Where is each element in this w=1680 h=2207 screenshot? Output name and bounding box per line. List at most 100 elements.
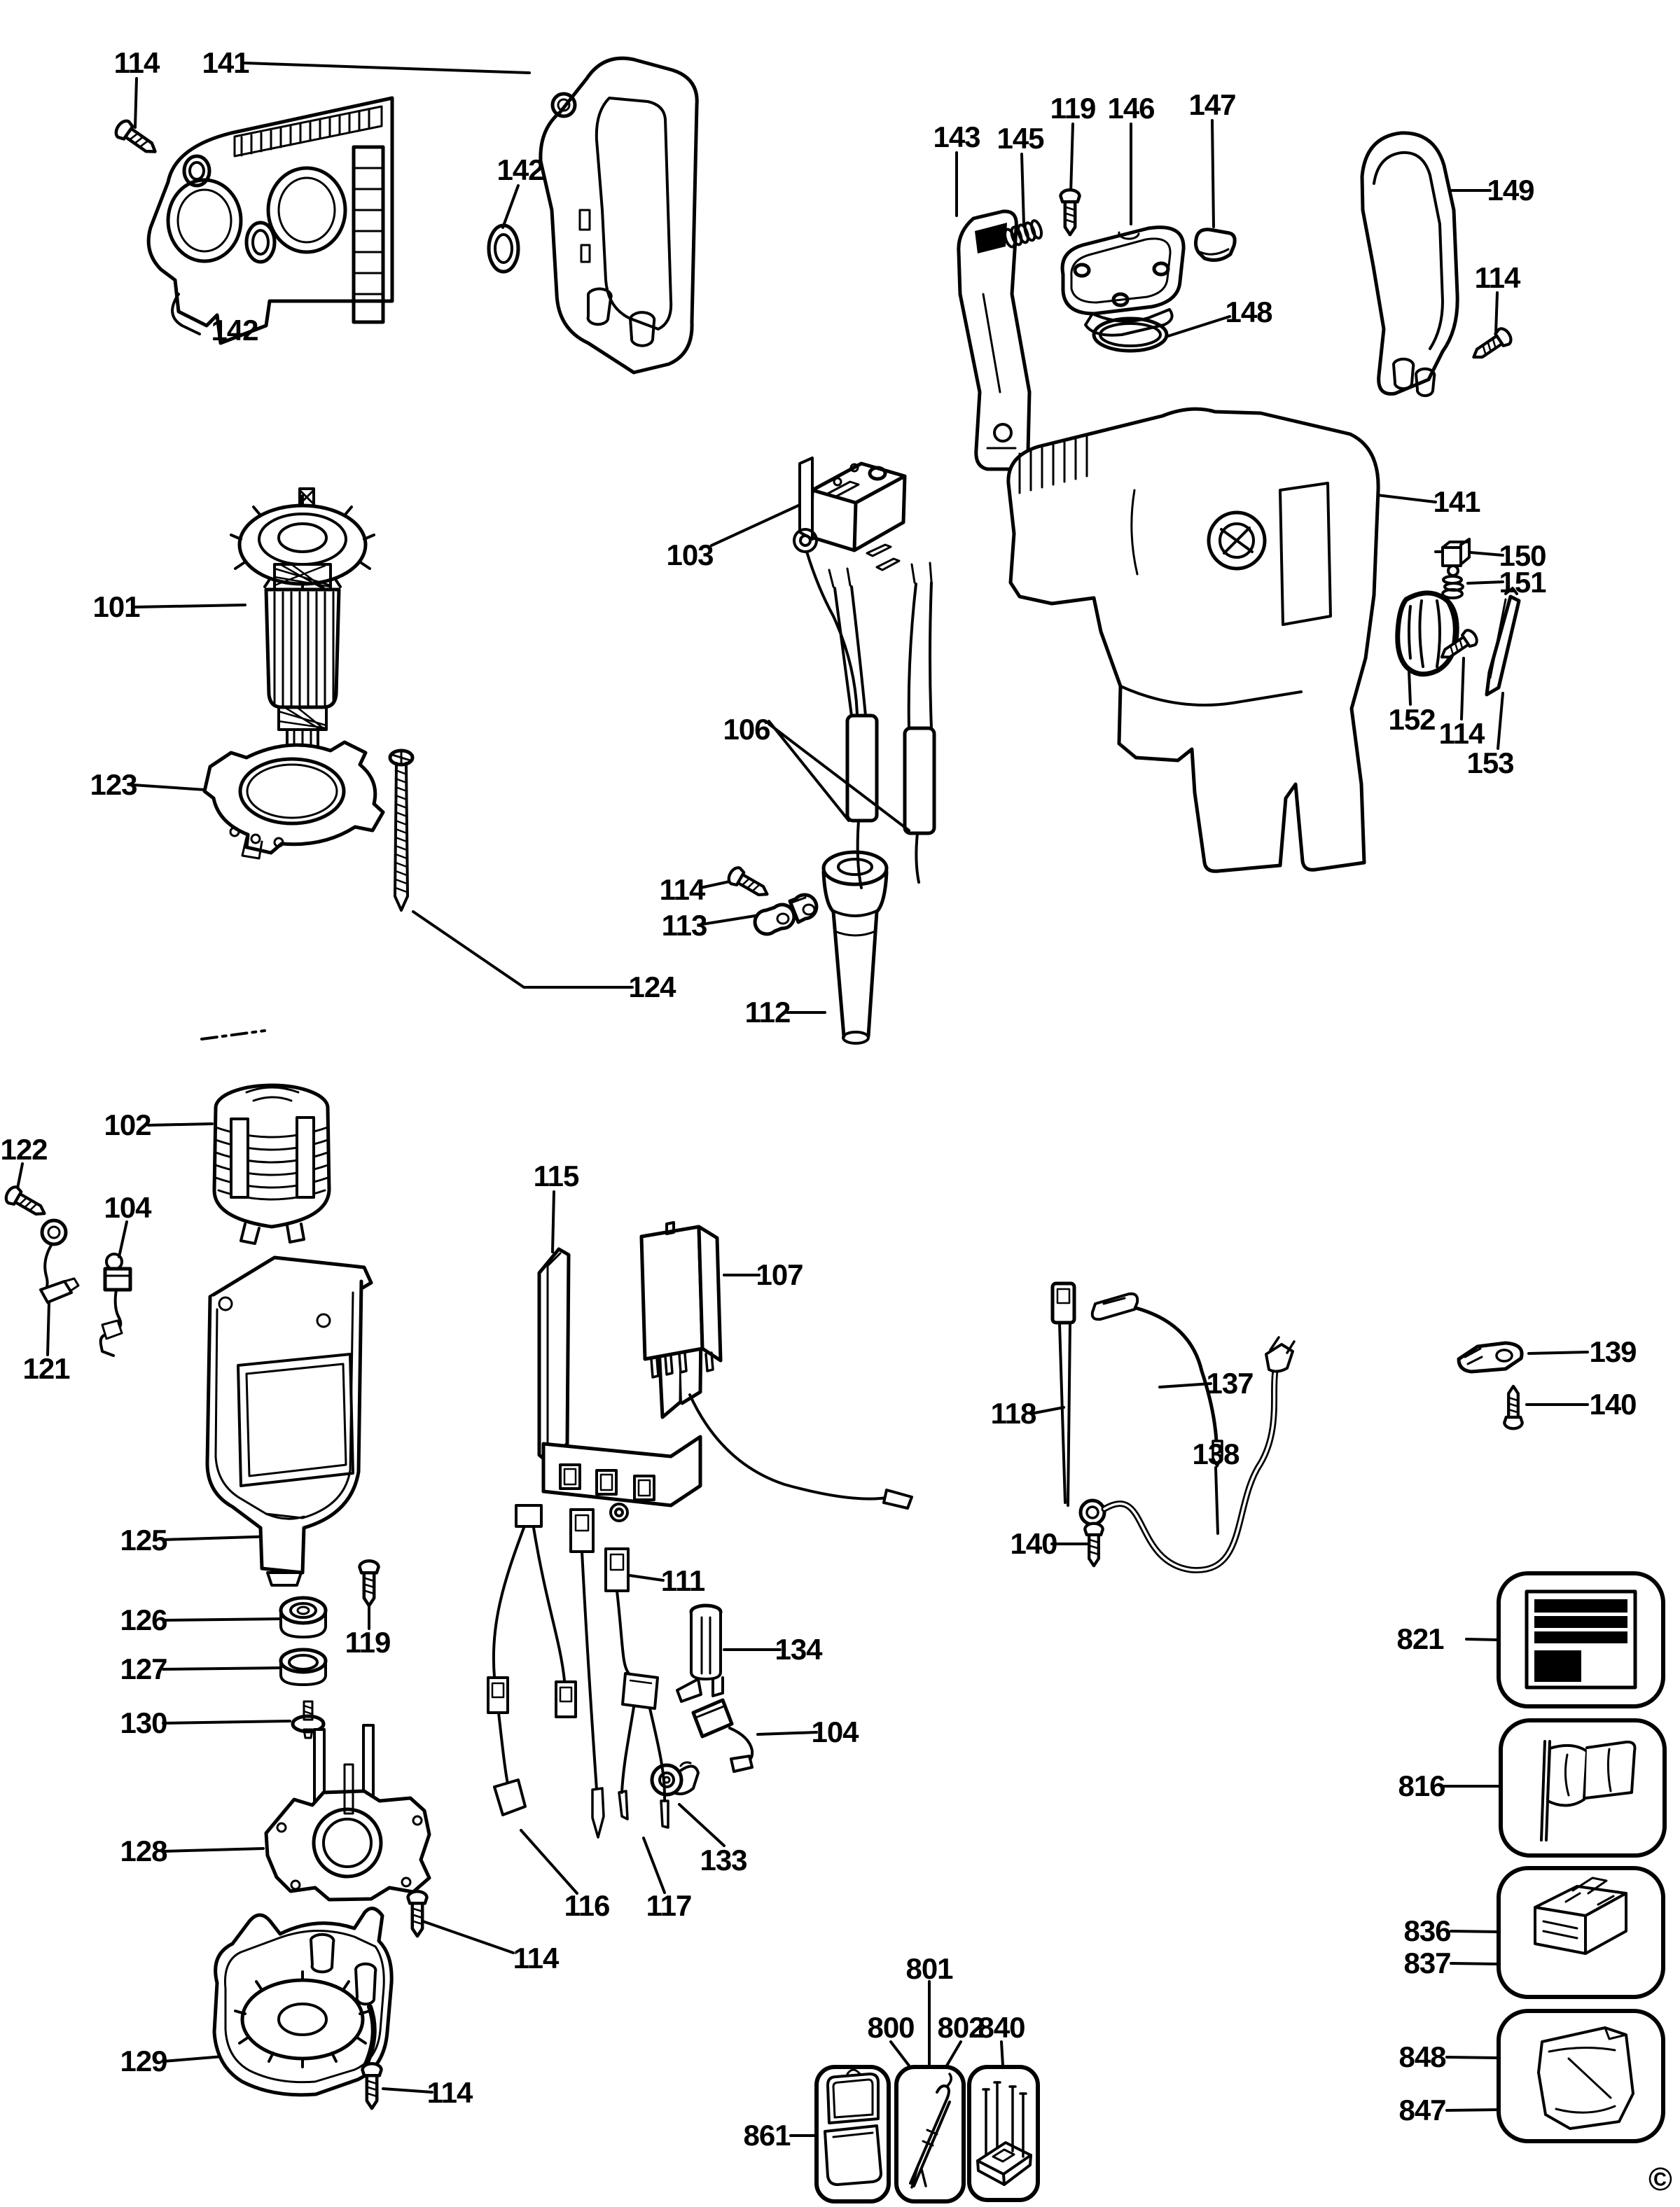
internal-wire-118-drawing [1050,1281,1076,1507]
kitbox-icon [1534,1877,1627,1955]
part-label-130: 130 [120,1706,167,1739]
switch-103-drawing [798,457,907,571]
part-label-847: 847 [1398,2094,1446,2126]
lock-button-150-drawing [1434,538,1471,567]
part-label-143: 143 [933,120,980,153]
part-label-125: 125 [120,1524,167,1557]
part-label-114-4: 114 [659,873,706,906]
accessory-box-861 [814,2065,891,2203]
screw-washer-130-drawing [291,1700,326,1739]
part-label-802: 802 [937,2011,985,2044]
part-label-142-2: 142 [211,314,258,347]
part-label-153: 153 [1466,746,1514,779]
part-label-148: 148 [1225,295,1272,328]
part-label-118: 118 [990,1397,1037,1430]
accessory-box-800-801-802 [894,2065,966,2203]
part-label-121: 121 [22,1352,70,1385]
part-label-102: 102 [104,1108,151,1141]
part-label-134: 134 [775,1633,822,1666]
part-label-836: 836 [1403,1914,1451,1947]
spring-151-drawing [1441,564,1464,599]
part-label-840: 840 [978,2011,1025,2044]
handle-clamshell-drawing [539,56,699,375]
open-case-icon [824,2068,882,2186]
spring-145-drawing [1004,219,1043,249]
cover-plate-146-drawing [1060,225,1186,337]
flag-icon [1540,1740,1637,1842]
part-label-123: 123 [90,768,137,801]
field-coil-102-drawing [212,1083,331,1245]
cord-guard-112-drawing [821,850,889,1045]
part-label-145: 145 [997,122,1044,155]
motor-housing-141-drawing [1006,407,1380,873]
carbon-brush-104-1-drawing [99,1253,132,1357]
part-label-114-2: 114 [1474,261,1521,294]
part-label-115: 115 [533,1160,580,1192]
lead-wire-121-drawing [39,1218,80,1304]
bearing-126-drawing [279,1596,328,1638]
part-label-800: 800 [867,2011,915,2044]
part-label-837: 837 [1403,1947,1451,1979]
cord-clamp-113-drawing [753,893,819,936]
part-label-117: 117 [646,1889,693,1922]
o-ring-148-drawing [1092,316,1169,353]
long-screw-124-drawing [388,749,415,912]
button-147-drawing [1194,228,1237,262]
part-label-128: 128 [120,1834,167,1867]
part-label-142-1: 142 [497,153,544,186]
carbon-brush-104-2-drawing [691,1698,754,1773]
part-label-141-2: 141 [1433,485,1480,518]
part-label-126: 126 [120,1603,167,1636]
ring-127-drawing [279,1648,328,1686]
accessory-box-848-847 [1497,2009,1665,2143]
accessory-box-840 [967,2065,1040,2202]
part-label-116: 116 [564,1889,611,1922]
part-label-129: 129 [120,2045,167,2077]
part-label-114-1: 114 [113,46,160,79]
strip-153-drawing [1485,587,1521,697]
part-label-133: 133 [700,1844,747,1877]
part-label-848: 848 [1398,2040,1446,2073]
part-label-140-2: 140 [1589,1388,1637,1421]
part-label-140-1: 140 [1010,1527,1057,1560]
baffle-plate-123-drawing [202,740,385,860]
part-label-147: 147 [1188,88,1236,121]
part-label-138: 138 [1192,1437,1240,1470]
part-label-114-3: 114 [1438,717,1485,750]
accessory-box-821 [1497,1571,1665,1708]
part-label-113: 113 [661,909,708,942]
brush-cap-134-drawing [676,1603,724,1703]
part-label-103: 103 [666,538,714,571]
part-label-152: 152 [1388,703,1436,736]
part-label-141-1: 141 [202,46,249,79]
plastic-bag-icon [1537,2026,1634,2130]
part-label-119-1: 119 [1050,92,1097,125]
part-label-151: 151 [1499,566,1546,599]
ground-wire-138-drawing [1078,1336,1296,1573]
part-label-149: 149 [1487,174,1534,207]
nameplate-label-icon [1525,1589,1637,1690]
part-label-104-2: 104 [811,1715,859,1748]
part-label-111: 111 [660,1564,705,1597]
field-leadwires-106-drawing [793,528,936,889]
copyright-symbol: © [1648,2161,1672,2197]
fan-baffle-129-drawing [212,1907,394,2097]
part-label-816: 816 [1398,1769,1445,1802]
part-label-104-1: 104 [104,1191,151,1224]
terminal-139-drawing [1457,1341,1524,1374]
jumper-wire-137-drawing [1090,1292,1223,1468]
part-label-106: 106 [723,713,770,746]
part-label-101: 101 [92,590,140,623]
part-label-821: 821 [1396,1622,1444,1655]
part-label-124: 124 [628,970,676,1003]
motor-housing-125-drawing [205,1255,373,1587]
leader-lines [15,62,1589,2137]
part-label-114-6: 114 [426,2076,473,2109]
part-label-137: 137 [1206,1367,1254,1400]
part-label-139: 139 [1589,1335,1637,1368]
accessory-box-836-837 [1497,1866,1665,1999]
part-label-119-2: 119 [345,1626,391,1659]
part-label-801: 801 [905,1952,953,1985]
